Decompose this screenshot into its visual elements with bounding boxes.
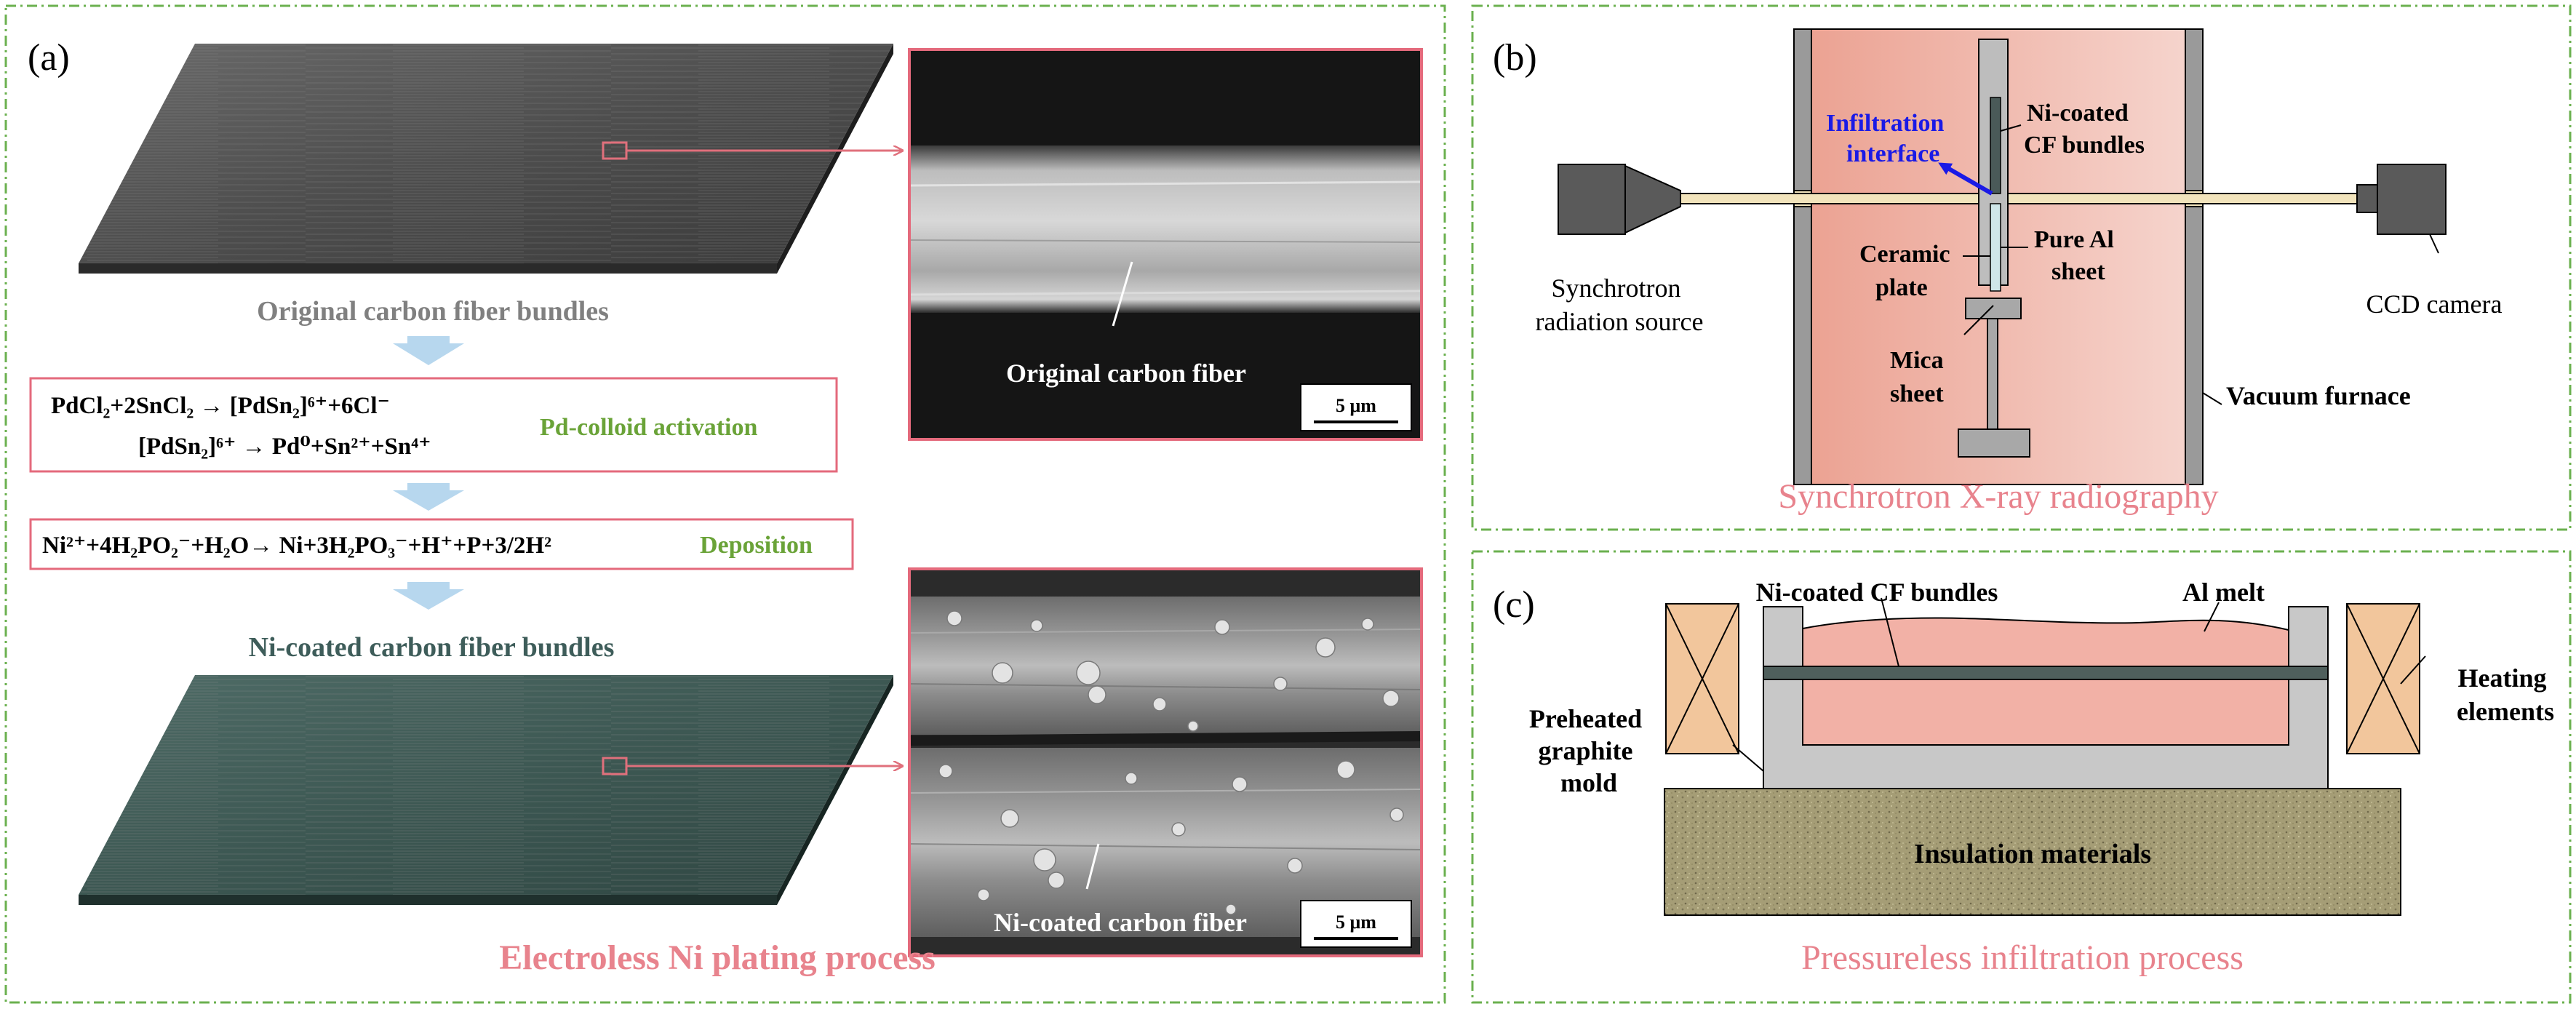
panel-a-label: (a) [28, 37, 70, 79]
sem-ni-label: Ni-coated carbon fiber [994, 908, 1247, 937]
ni-cf-bundles-label-c: Ni-coated CF bundles [1756, 578, 1998, 607]
panel-b-title: Synchrotron X-ray radiography [1778, 477, 2218, 516]
activation-step-label: Pd-colloid activation [540, 414, 757, 441]
activation-equation-2: [PdSn₂]⁶⁺ → Pd⁰+Sn²⁺+Sn⁴⁺ [138, 434, 431, 460]
sem-original-scale-text: 5 μm [1336, 395, 1376, 416]
panel-a-title: Electroless Ni plating process [499, 938, 936, 977]
panel-c-title: Pressureless infiltration process [1801, 938, 2244, 977]
ni-bundles-label: Ni-coated carbon fiber bundles [249, 632, 615, 663]
ni-cf-bundles-label-b: Ni-coated CF bundles [2024, 100, 2145, 159]
down-arrow-1 [393, 336, 464, 365]
sem-ni-pointer [1085, 843, 1100, 890]
original-fiber-sheet [79, 44, 893, 274]
sem-original-fiber: Original carbon fiber 5 μm [908, 48, 1423, 441]
preheated-mold-label: Preheated graphite mold [1529, 704, 1648, 797]
pure-al-sheet-label: Pure Al sheet [2034, 226, 2120, 285]
leader-lines [1963, 124, 2439, 405]
activation-box [29, 377, 838, 473]
sample-holder [1958, 39, 2030, 458]
panel-c-label: (c) [1493, 584, 1535, 626]
panel-c-frame [1471, 550, 2572, 1004]
deposition-box [29, 518, 854, 570]
deposition-equation: Ni²⁺+4H₂PO₂⁻+H₂O→ Ni+3H₂PO₃⁻+H⁺+P+3/2H² [42, 533, 551, 559]
original-bundles-label: Original carbon fiber bundles [257, 296, 609, 327]
ccd-camera-label: CCD camera [2366, 290, 2503, 319]
leader-lines-c [1732, 597, 2426, 772]
sem-original-label: Original carbon fiber [1006, 359, 1246, 388]
panel-a-frame [4, 4, 1446, 1004]
al-melt-label: Al melt [2182, 578, 2265, 607]
al-melt [1802, 617, 2289, 746]
heater-left [1665, 603, 1739, 754]
ceramic-plate-label: Ceramic plate [1859, 241, 1956, 301]
insulation-label: Insulation materials [1914, 839, 2151, 869]
vacuum-furnace-label: Vacuum furnace [2226, 381, 2411, 410]
panel-b-label: (b) [1493, 37, 1537, 79]
ccd-camera [2356, 164, 2447, 235]
insulation-block [1664, 788, 2401, 916]
xray-beam [1680, 193, 2378, 204]
sem-ni-fiber: Ni-coated carbon fiber 5 μm [908, 567, 1423, 957]
down-arrow-3 [393, 582, 464, 610]
activation-equation-1: PdCl₂+2SnCl₂ → [PdSn₂]⁶⁺+6Cl⁻ [51, 393, 390, 419]
cf-bundles-bar [1763, 666, 2329, 680]
synchrotron-source-label: Synchrotron radiation source [1536, 274, 1704, 336]
panel-b-frame [1471, 4, 2572, 531]
heating-elements-label: Heating elements [2457, 663, 2554, 726]
deposition-step-label: Deposition [700, 532, 813, 559]
mica-sheet-label: Mica sheet [1890, 347, 1950, 407]
sem-ni-scale-text: 5 μm [1336, 912, 1376, 933]
sem-original-pointer [1112, 261, 1133, 327]
infiltration-arrow [1938, 162, 1993, 196]
synchrotron-source [1558, 164, 1681, 235]
infiltration-interface-label: Infiltration interface [1826, 110, 1950, 167]
ni-fiber-sheet [79, 675, 893, 905]
down-arrow-2 [393, 483, 464, 511]
heater-right [2346, 603, 2420, 754]
